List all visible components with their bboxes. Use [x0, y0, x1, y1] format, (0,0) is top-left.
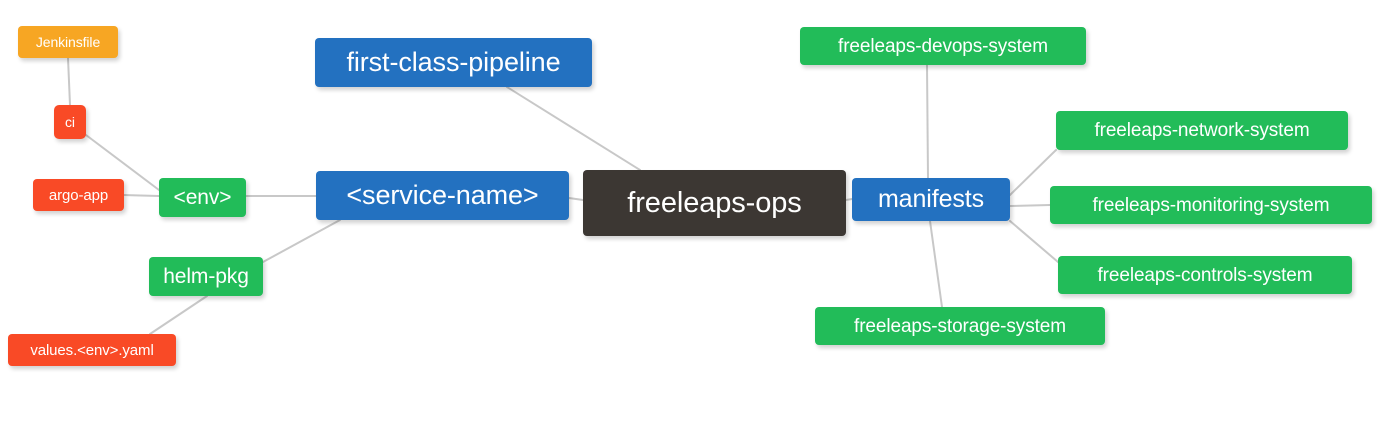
node-first-class-pipeline[interactable]: first-class-pipeline	[315, 38, 592, 87]
edge-values-yaml-to-helm-pkg	[149, 295, 208, 335]
edge-devops-system-to-manifests	[926, 64, 929, 179]
node-manifests[interactable]: manifests	[852, 178, 1010, 221]
edge-argo-app-to-env	[123, 194, 160, 197]
node-ci[interactable]: ci	[54, 105, 86, 139]
node-controls-system[interactable]: freeleaps-controls-system	[1058, 256, 1352, 294]
node-freeleaps-ops[interactable]: freeleaps-ops	[583, 170, 846, 236]
node-argo-app[interactable]: argo-app	[33, 179, 124, 211]
node-helm-pkg[interactable]: helm-pkg	[149, 257, 263, 296]
node-network-system[interactable]: freeleaps-network-system	[1056, 111, 1348, 150]
edge-service-name-to-freeleaps-ops	[568, 197, 584, 201]
node-values-yaml[interactable]: values.<env>.yaml	[8, 334, 176, 366]
node-env[interactable]: <env>	[159, 178, 246, 217]
node-service-name[interactable]: <service-name>	[316, 171, 569, 220]
edge-storage-system-to-manifests	[929, 220, 943, 308]
edge-monitoring-system-to-manifests	[1009, 204, 1051, 207]
node-monitoring-system[interactable]: freeleaps-monitoring-system	[1050, 186, 1372, 224]
edge-controls-system-to-manifests	[1009, 220, 1059, 263]
node-devops-system[interactable]: freeleaps-devops-system	[800, 27, 1086, 65]
edge-first-class-pipeline-to-freeleaps-ops	[506, 86, 641, 171]
node-jenkinsfile[interactable]: Jenkinsfile	[18, 26, 118, 58]
edge-jenkinsfile-to-ci	[67, 57, 71, 106]
node-storage-system[interactable]: freeleaps-storage-system	[815, 307, 1105, 345]
edge-helm-pkg-to-service-name	[262, 219, 341, 263]
